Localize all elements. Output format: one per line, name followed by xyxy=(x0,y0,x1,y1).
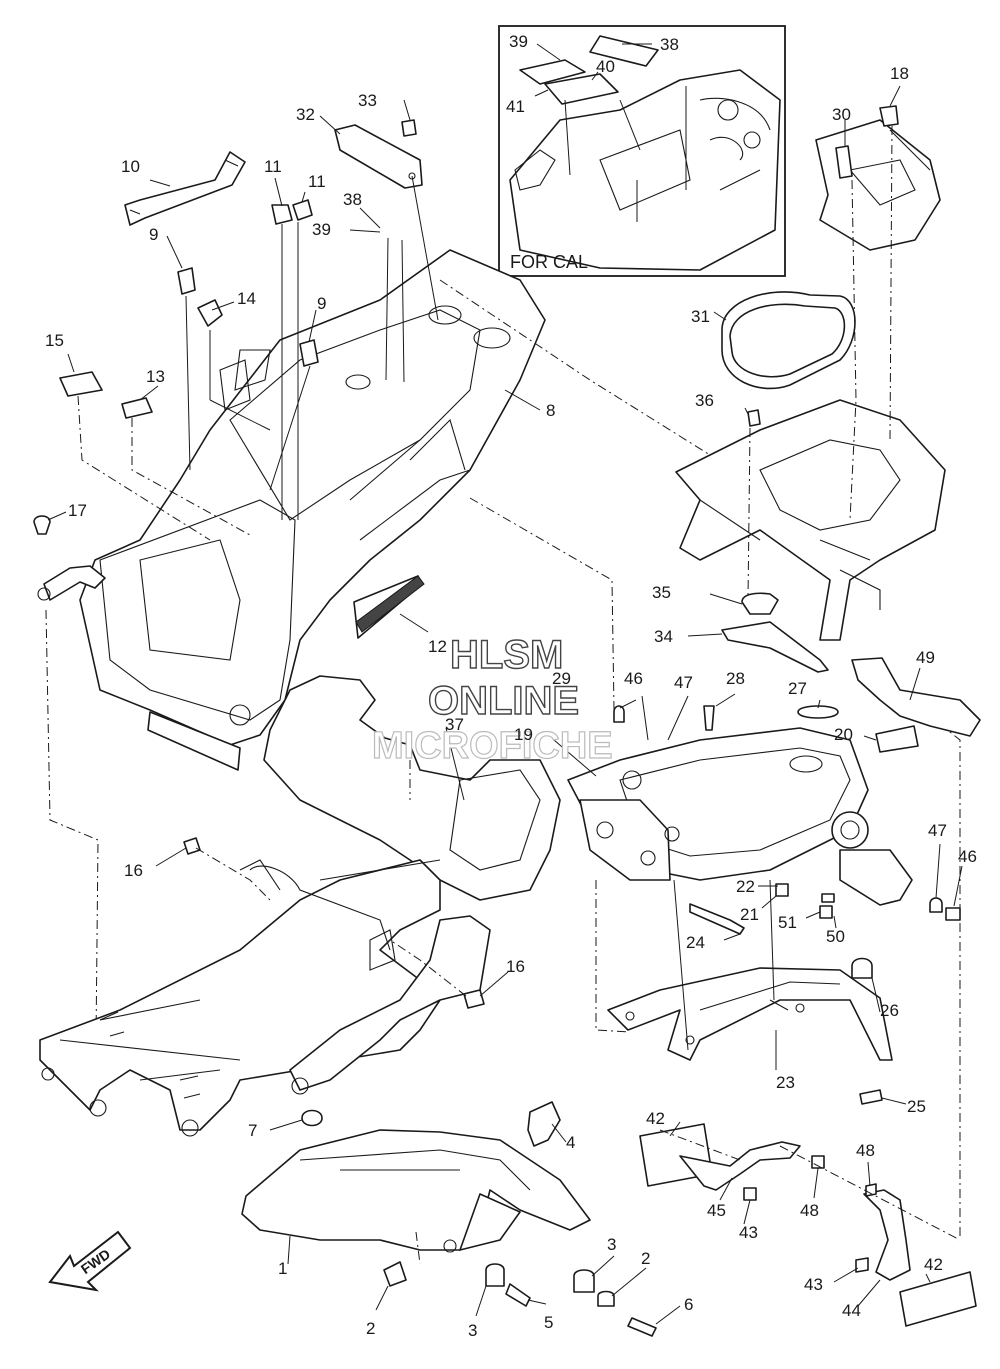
callout-11-a: 11 xyxy=(264,157,282,176)
callout-21: 21 xyxy=(740,905,759,924)
callout-45: 45 xyxy=(707,1201,726,1220)
callout-30: 30 xyxy=(832,105,851,124)
callout-31: 31 xyxy=(691,307,710,326)
callout-42-b: 42 xyxy=(924,1255,943,1274)
callout-7: 7 xyxy=(248,1121,257,1140)
callout-36: 36 xyxy=(695,391,714,410)
callout-6: 6 xyxy=(684,1295,693,1314)
watermark-line2: ONLINE xyxy=(428,679,579,723)
callout-47-b: 47 xyxy=(928,821,947,840)
callout-3-b: 3 xyxy=(607,1235,616,1254)
callout-27: 27 xyxy=(788,679,807,698)
callout-2-a: 2 xyxy=(366,1319,375,1338)
callout-4: 4 xyxy=(566,1133,575,1152)
front-fender-1 xyxy=(241,1101,591,1265)
callout-11-b: 11 xyxy=(308,172,326,191)
callout-35: 35 xyxy=(652,583,671,602)
callout-9-a: 9 xyxy=(149,225,158,244)
callout-32: 32 xyxy=(296,105,315,124)
small-fasteners-right xyxy=(595,843,963,1033)
callout-3-a: 3 xyxy=(468,1321,477,1340)
callout-15: 15 xyxy=(45,331,64,350)
bracket-23 xyxy=(607,879,907,1105)
callout-13: 13 xyxy=(146,367,165,386)
callout-24: 24 xyxy=(686,933,705,952)
callout-19: 19 xyxy=(514,725,533,744)
lower-frame xyxy=(39,675,561,1137)
reflector-12 xyxy=(355,575,425,633)
watermark-line3: MICROFICHE xyxy=(372,725,613,767)
inset-label: FOR CAL xyxy=(510,252,588,272)
callout-1: 1 xyxy=(278,1259,287,1278)
bottom-fasteners xyxy=(375,1255,681,1337)
callout-50: 50 xyxy=(826,927,845,946)
callout-47-a: 47 xyxy=(674,673,693,692)
callout-25: 25 xyxy=(907,1097,926,1116)
bracket-32 xyxy=(334,124,439,321)
callout-22: 22 xyxy=(736,877,755,896)
callout-43-b: 43 xyxy=(804,1275,823,1294)
bracket-49 xyxy=(851,657,981,737)
callout-17: 17 xyxy=(68,501,87,520)
rear-frame-right xyxy=(675,85,961,1240)
callout-16-b: 16 xyxy=(506,957,525,976)
callout-5: 5 xyxy=(544,1313,553,1332)
callout-34: 34 xyxy=(654,627,673,646)
callout-46-a: 46 xyxy=(624,669,643,688)
brackets-34-35 xyxy=(687,592,829,673)
callout-49: 49 xyxy=(916,648,935,667)
callout-51: 51 xyxy=(778,913,797,932)
inset-callout-38: 38 xyxy=(660,35,679,54)
callout-29: 29 xyxy=(552,669,571,688)
inset-callout-40: 40 xyxy=(596,57,615,76)
inset-for-cal: FOR CAL 39 38 40 41 xyxy=(498,25,786,277)
fwd-badge: FWD xyxy=(48,1230,132,1292)
watermark: HLSM ONLINE MICROFICHE xyxy=(371,632,613,767)
callout-39: 39 xyxy=(312,220,331,239)
watermark-line1: HLSM xyxy=(450,633,563,677)
inset-callout-41: 41 xyxy=(506,97,525,116)
callout-18: 18 xyxy=(890,64,909,83)
strap-part xyxy=(124,151,246,226)
callout-10: 10 xyxy=(121,157,140,176)
rear-fender-assembly xyxy=(79,249,546,771)
callout-48-a: 48 xyxy=(800,1201,819,1220)
callout-26: 26 xyxy=(880,1001,899,1020)
callout-46-b: 46 xyxy=(958,847,977,866)
callout-42-a: 42 xyxy=(646,1109,665,1128)
callout-44: 44 xyxy=(842,1301,861,1320)
callout-37: 37 xyxy=(445,715,464,734)
callout-16-a: 16 xyxy=(124,861,143,880)
callout-12: 12 xyxy=(428,637,447,656)
callout-9-b: 9 xyxy=(317,294,326,313)
plate-brackets xyxy=(639,1121,977,1327)
callout-8: 8 xyxy=(546,401,555,420)
callout-43-a: 43 xyxy=(739,1223,758,1242)
callout-38: 38 xyxy=(343,190,362,209)
callout-48-b: 48 xyxy=(856,1141,875,1160)
callouts: 10 11 11 32 33 38 39 9 14 9 15 13 8 17 1… xyxy=(45,64,977,1340)
callout-20: 20 xyxy=(834,725,853,744)
callout-33: 33 xyxy=(358,91,377,110)
callout-2-b: 2 xyxy=(641,1249,650,1268)
callout-23: 23 xyxy=(776,1073,795,1092)
tail-housing-19 xyxy=(553,693,919,906)
inset-callout-39: 39 xyxy=(509,32,528,51)
callout-28: 28 xyxy=(726,669,745,688)
leader-lines-left xyxy=(45,99,751,1041)
callout-14: 14 xyxy=(237,289,256,308)
